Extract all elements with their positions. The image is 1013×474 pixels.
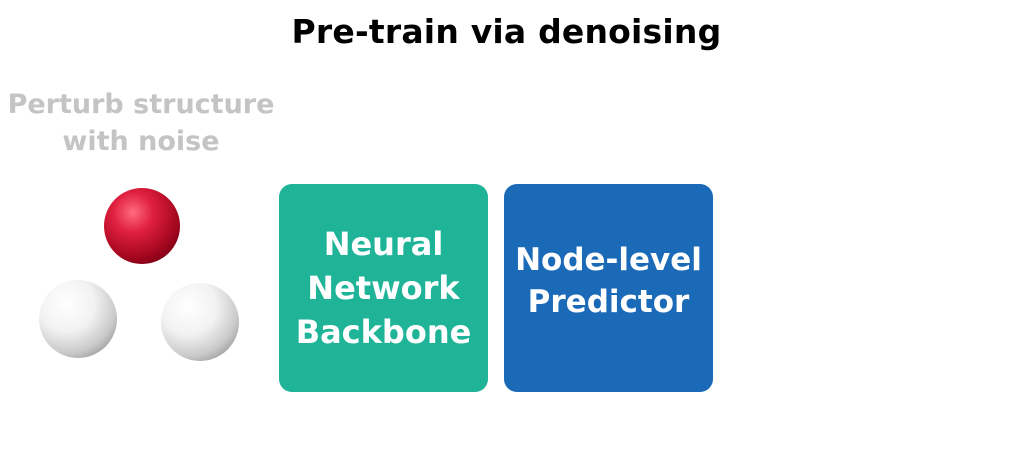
diagram-title: Pre-train via denoising — [291, 12, 722, 51]
noise-caption-line-1: Perturb structure — [7, 89, 275, 120]
node-level-predictor-box: Node-level Predictor — [504, 184, 713, 392]
backbone-label-line-1: Neural — [323, 225, 444, 263]
noise-caption: Perturb structure with noise — [0, 86, 282, 160]
atom-white-right — [161, 283, 239, 361]
noise-caption-line-2: with noise — [62, 126, 220, 157]
molecule — [39, 188, 239, 361]
backbone-label-line-3: Backbone — [295, 313, 472, 351]
predictor-label-line-1: Node-level — [515, 242, 702, 278]
backbone-label-line-2: Network — [307, 269, 460, 307]
predictor-label-line-2: Predictor — [527, 284, 690, 320]
atom-red — [104, 188, 180, 264]
neural-network-backbone-box: Neural Network Backbone — [279, 184, 488, 392]
atom-white-left — [39, 280, 117, 358]
